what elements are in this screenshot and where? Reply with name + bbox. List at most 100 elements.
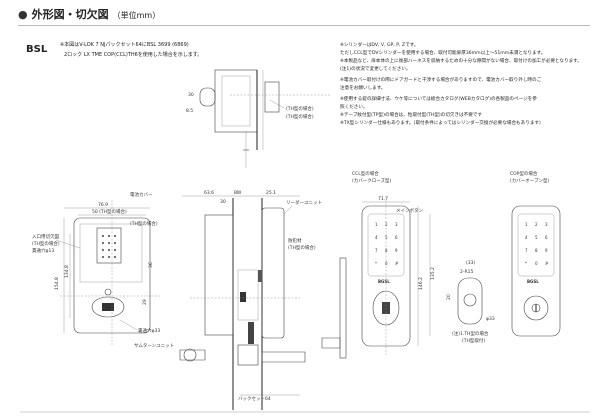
right-note-7: ※使用する錠の詳細寸法、ウケ等については総合カタログ(WEBカタログ)の各製品の… — [340, 97, 537, 102]
keypad-key: 8 — [385, 248, 388, 253]
dim-50: 50 (TH型の場合) — [92, 208, 127, 215]
label-through-hole: (TH型の場合) — [32, 240, 60, 247]
top-view-inner — [221, 75, 251, 127]
dim-146-2: 146.2 — [418, 277, 424, 290]
right-note-5: ※電池カバー取付けの際にドアガードと干渉する場合がありますので、電池カバー取り外… — [340, 78, 542, 83]
bullet-icon: ● — [18, 8, 28, 21]
keypad-key: 0 — [385, 261, 388, 266]
dim-phi-33: φ33 — [486, 316, 495, 322]
label-holder: 防犯材 — [288, 237, 302, 244]
cop-keypad-panel — [517, 213, 555, 277]
keypad-key: * — [525, 261, 527, 266]
ccl-keypad: 1 2 3 4 5 6 7 8 9 * 0 # — [375, 222, 399, 266]
keypad-key: 0 — [535, 261, 538, 266]
keypad-key: 7 — [375, 248, 378, 253]
cop-view: COP型の場合 (カバーオープン型) 1 2 3 4 5 6 7 8 9 * 0 # BGSL — [510, 170, 561, 337]
keypad-key: 3 — [545, 222, 548, 227]
keypad-key: 5 — [535, 235, 538, 240]
label-th-mount: (TH型の場合) — [130, 220, 158, 227]
keypad-key: * — [375, 261, 377, 266]
front-keypad-dots — [102, 235, 116, 258]
section-title: 外形図・切欠図 — [31, 8, 109, 21]
ccl-subtitle: (カバークローズ型) — [352, 177, 392, 184]
keypad-key: 4 — [525, 235, 528, 240]
label-th-install: (TH型の場合) — [286, 113, 314, 120]
side-lever-front — [179, 349, 206, 361]
dim-20: 20 — [446, 294, 452, 300]
unit-label: （単位mm） — [112, 11, 161, 20]
side-lock-case — [237, 269, 259, 321]
dim-154-8: 154.8 — [54, 277, 60, 290]
top-view-body — [214, 69, 258, 133]
dim-2-r15: 2-R15 — [460, 269, 473, 275]
ccl-brand: BGSL — [378, 279, 390, 284]
keypad-key: 7 — [525, 248, 528, 253]
side-lever-back — [261, 351, 306, 363]
header-rule — [18, 25, 590, 26]
th-detail: (33) 2-R15 20 φ33 (注)1.TH型の場合 (TH型取付) — [446, 260, 495, 344]
ccl-body — [361, 205, 411, 347]
side-reader-body — [261, 207, 285, 339]
front-view: 76.9 50 (TH型の場合) 154.8 134.8 29 36 入口用切欠… — [32, 191, 174, 349]
keypad-key: 9 — [545, 248, 548, 253]
ccl-title: CCL型の場合 — [352, 170, 379, 177]
label-note-th: (注)1.TH型の場合 — [452, 330, 489, 337]
cop-subtitle: (カバーオープン型) — [510, 177, 549, 184]
keypad-key: 6 — [545, 235, 548, 240]
cop-title: COP型の場合 — [510, 170, 538, 177]
label-th-type: (TH型の場合) — [286, 105, 314, 112]
right-note-2: ただしCCL型でDVシリンダーを使用する場合、取付可能扉厚36mm以上～51mm… — [340, 51, 546, 56]
label-cylinder-unit: サムターンユニット — [134, 342, 174, 349]
dim-135-2: 135.2 — [430, 267, 436, 280]
right-note-3: ※本製品など、扉本体の上に後部ハーネスを収納するための十分な隙間がない場合、取付… — [340, 59, 582, 64]
keypad-key: 4 — [375, 235, 378, 240]
keypad-key: 2 — [385, 222, 388, 227]
label-entry-hole: 入口用切欠図 — [32, 233, 59, 240]
label-main-button: メインボタン — [396, 207, 423, 214]
th-cutout — [457, 277, 483, 325]
dim-134-8: 134.8 — [64, 265, 70, 278]
label-backset: バックセット64 — [238, 396, 271, 402]
right-note-1: ※シリンダーはDV, V, GP, P, Zです。 — [340, 43, 419, 48]
top-view-knob — [199, 87, 216, 107]
side-view: 63.6 BW 25.1 30 リーダーユニット 防犯材 (TH型の場合) バッ… — [179, 190, 322, 410]
keypad-key: 6 — [395, 235, 398, 240]
dim-33: (33) — [466, 260, 475, 266]
dim-29: 29 — [142, 299, 148, 305]
right-note-10: ※TX型シリンダー仕様もあります。(取付条件によってはシリンダー交換が必要な場合… — [340, 121, 541, 126]
model-name: BSL — [26, 44, 48, 55]
dim-36: 36 — [148, 262, 154, 268]
keypad-key: 2 — [535, 222, 538, 227]
right-note-9: ※テープ紋付型(TP型)の場合は、粒取付型(TH型)の切欠きは不要です — [340, 113, 483, 118]
cop-brand: BGSL — [527, 279, 539, 284]
front-cover — [79, 223, 143, 283]
right-note-6: 注意をお願いします。 — [340, 86, 386, 91]
top-view-reader — [264, 81, 280, 113]
keypad-key: 5 — [385, 235, 388, 240]
cop-body — [511, 205, 561, 337]
keypad-key: 8 — [535, 248, 538, 253]
label-drill-hole: 貫通穴φ13 — [32, 247, 54, 254]
dim-bw: BW — [234, 190, 242, 196]
front-thumbturn — [91, 296, 125, 318]
label-holder-th: (TH型の場合) — [288, 244, 316, 251]
top-note-1: ※本図はV-LOK 7 NJパックセット64にBSL 3699 (6869) — [60, 42, 189, 48]
right-note-8: 照ください。 — [340, 105, 368, 110]
label-rear-hole: 裏通穴φ33 — [138, 327, 160, 334]
keypad-key: 3 — [395, 222, 398, 227]
keypad-key: 1 — [375, 222, 378, 227]
label-reader-unit: リーダーユニット — [286, 199, 322, 206]
keypad-key: # — [545, 261, 549, 266]
dim-71-7: 71.7 — [378, 196, 388, 202]
keypad-key: 9 — [395, 248, 398, 253]
top-note-2: 2ロック LX TME COP(CCL)TH6を使用した場合を示します。 — [64, 52, 203, 58]
dim-25-1: 25.1 — [266, 190, 276, 196]
dim-63-6: 63.6 — [204, 190, 214, 196]
keypad-key: # — [395, 261, 399, 266]
keypad-key: 1 — [525, 222, 528, 227]
ccl-view: CCL型の場合 (カバークローズ型) 71.7 メインボタン 1 2 3 4 5 6 7 8 9… — [321, 170, 436, 359]
right-note-4: (注1)の状況で変更してください。 — [340, 67, 411, 72]
top-view: 30 8.5 (TH型の場合) (TH型の場合) — [186, 69, 330, 168]
cop-keypad: 1 2 3 4 5 6 7 8 9 * 0 # — [525, 222, 549, 266]
